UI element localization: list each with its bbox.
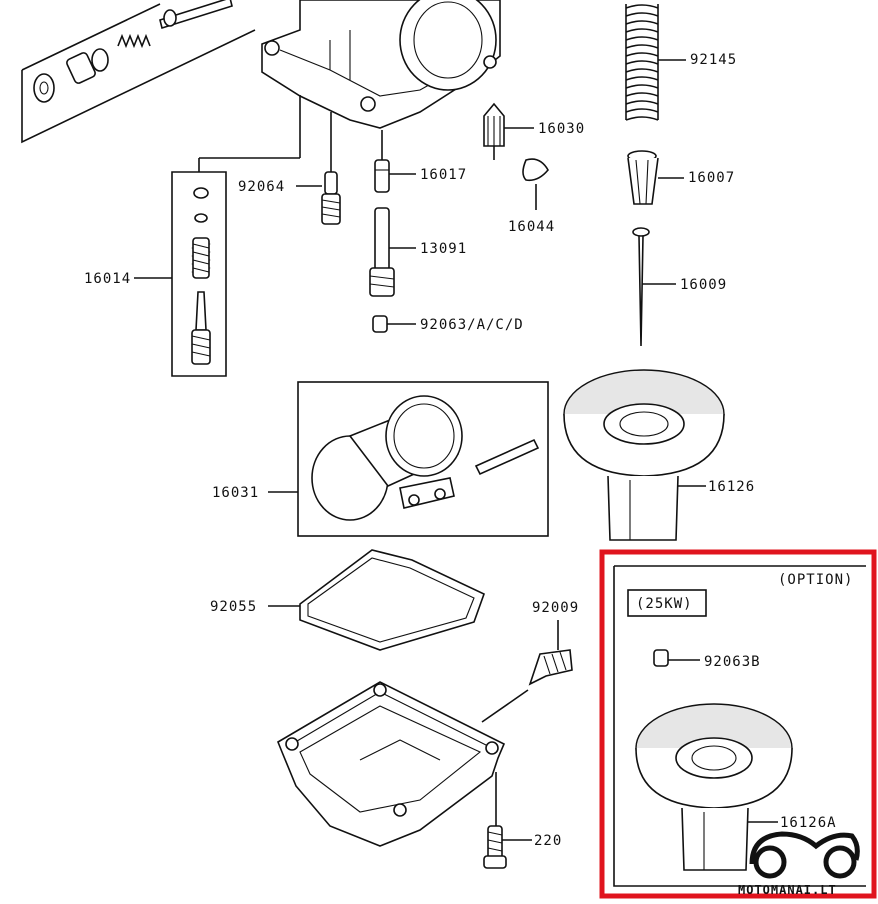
92009-part — [481, 620, 573, 723]
label-13091: 13091 — [420, 241, 467, 257]
92145-part — [625, 4, 686, 121]
watermark-logo — [749, 831, 860, 879]
label-16017: 16017 — [420, 167, 467, 183]
label-16014: 16014 — [84, 271, 131, 287]
label-16044: 16044 — [508, 219, 555, 235]
16009-part — [632, 227, 676, 347]
label-16030: 16030 — [538, 121, 585, 137]
label-16031: 16031 — [212, 485, 259, 501]
label-92063acd: 92063/A/C/D — [420, 317, 524, 333]
92064-part — [296, 112, 341, 225]
watermark-text: MOTOMANAI.LT — [738, 883, 837, 897]
16030-part — [483, 102, 534, 160]
16126-part — [563, 369, 725, 541]
16017-part — [374, 130, 416, 193]
16044-part — [522, 158, 549, 210]
label-92009: 92009 — [532, 600, 579, 616]
220-part — [483, 825, 532, 869]
16007-part — [627, 150, 684, 205]
92055-gasket — [268, 549, 485, 651]
pilot-screw-assembly — [21, 0, 256, 144]
option-panel — [599, 549, 877, 899]
option-label: (OPTION) — [778, 572, 853, 588]
carburetor-body — [261, 0, 501, 158]
label-16009: 16009 — [680, 277, 727, 293]
float-bowl — [277, 681, 506, 847]
label-16126a: 16126A — [780, 815, 837, 831]
label-16007: 16007 — [688, 170, 735, 186]
16031-assembly — [268, 381, 549, 537]
16014-assembly — [134, 157, 300, 377]
option-tag: (25KW) — [636, 596, 693, 612]
label-92145: 92145 — [690, 52, 737, 68]
option-highlight-frame — [599, 549, 877, 899]
label-220: 220 — [534, 833, 562, 849]
label-92064: 92064 — [238, 179, 285, 195]
13091-part — [369, 207, 416, 297]
92063acd-part — [372, 315, 416, 333]
label-16126: 16126 — [708, 479, 755, 495]
label-92063b: 92063B — [704, 654, 761, 670]
label-92055: 92055 — [210, 599, 257, 615]
